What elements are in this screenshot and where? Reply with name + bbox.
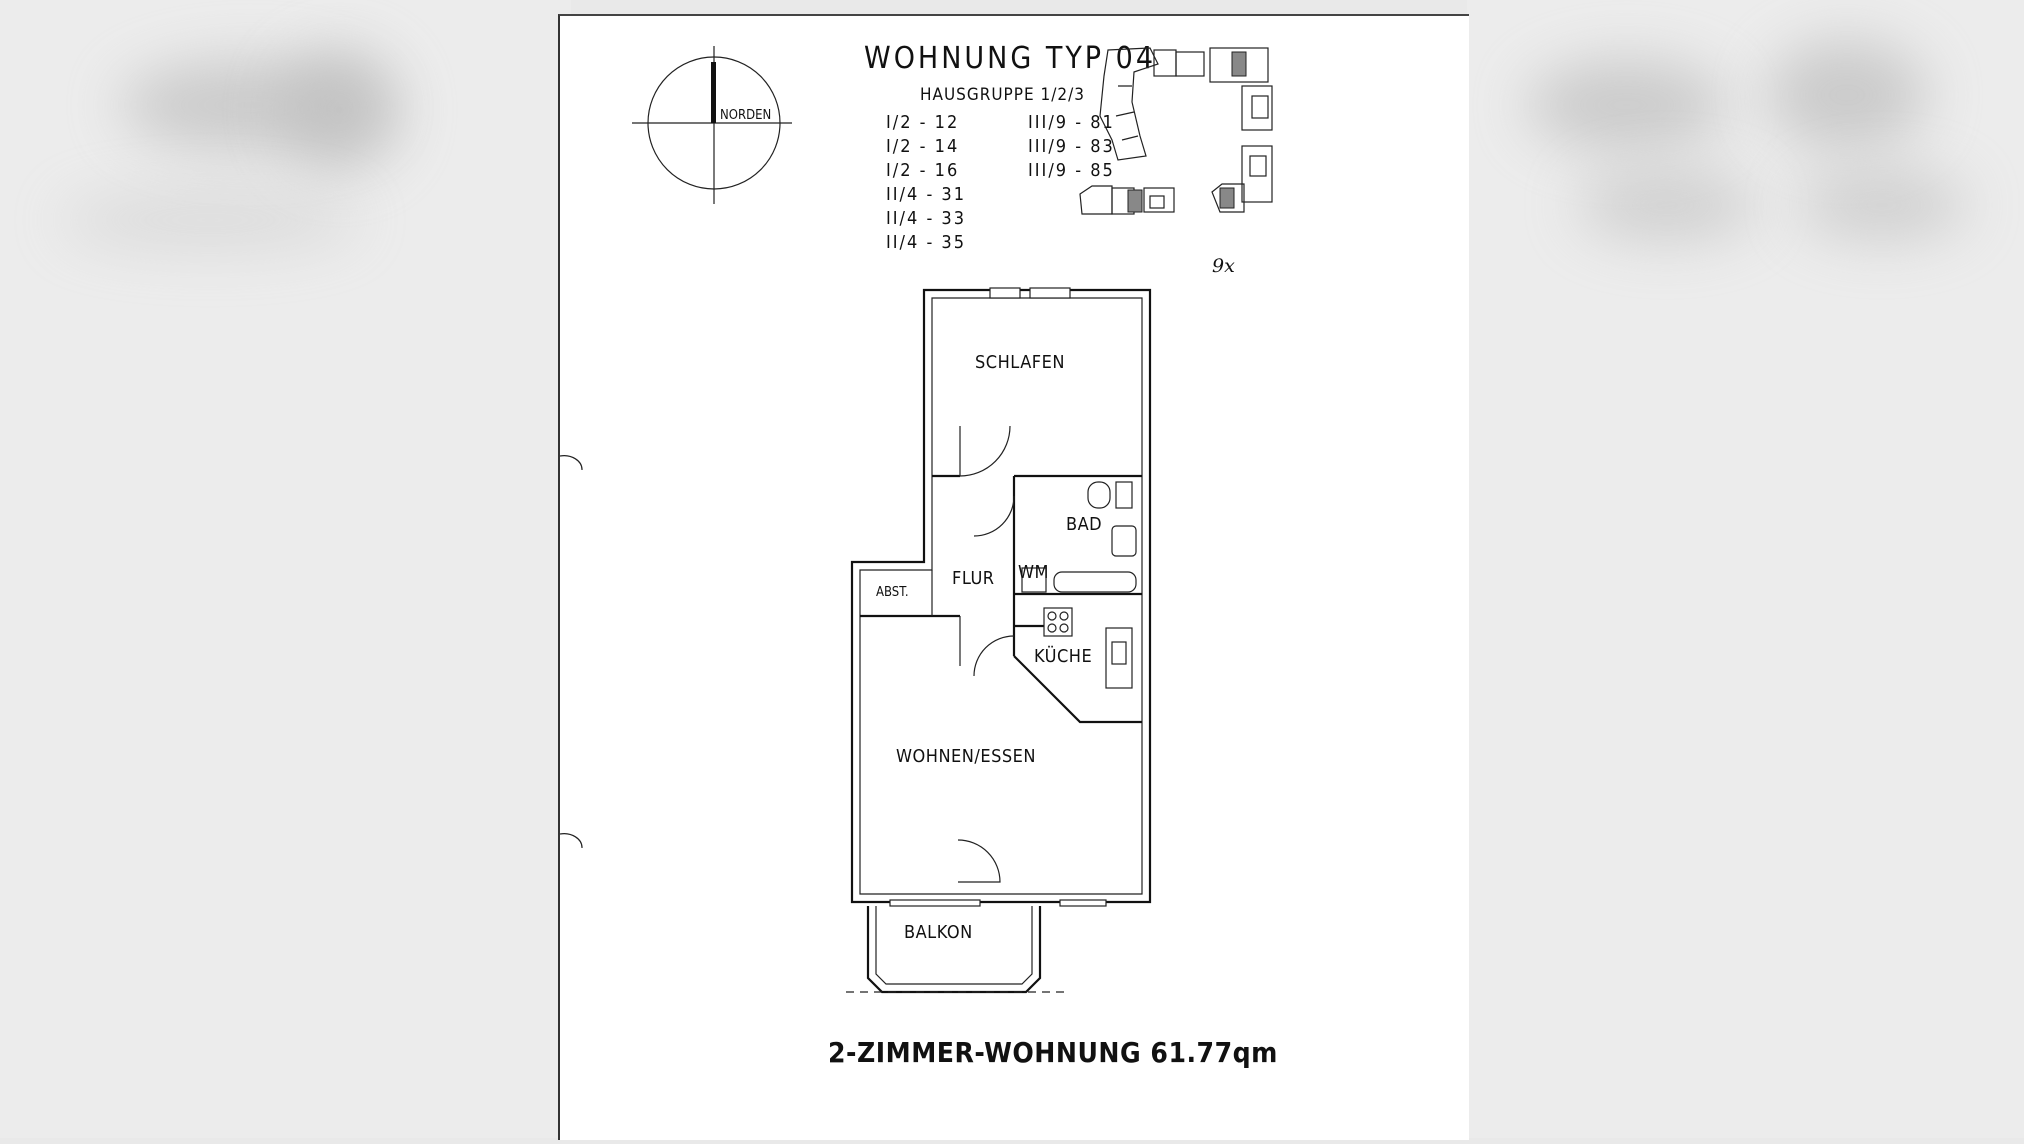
floor-plan-drawing: NORDEN WOHNUNG TYP 04 HAUSGRUPPE 1/2/3 I… bbox=[559, 41, 1278, 1069]
count-note: 9x bbox=[1212, 255, 1235, 277]
room-label-wm: WM bbox=[1018, 562, 1049, 583]
unit-number: II/4 - 33 bbox=[886, 208, 966, 229]
room-label-abst: ABST. bbox=[876, 585, 909, 600]
unit-number: I/2 - 16 bbox=[886, 160, 959, 181]
binder-hole-bottom bbox=[559, 833, 583, 849]
plan-title: WOHNUNG TYP 04 bbox=[864, 41, 1156, 76]
plan-subtitle: HAUSGRUPPE 1/2/3 bbox=[920, 85, 1085, 105]
room-label-kueche: KÜCHE bbox=[1034, 645, 1092, 667]
binder-hole-top bbox=[559, 455, 583, 471]
blurred-background-right bbox=[1467, 0, 2024, 1138]
unit-number: II/4 - 31 bbox=[886, 184, 966, 205]
unit-number: I/2 - 14 bbox=[886, 136, 959, 157]
room-label-flur: FLUR bbox=[952, 568, 995, 589]
unit-list-left: I/2 - 12 I/2 - 14 I/2 - 16 II/4 - 31 II/… bbox=[886, 112, 966, 253]
room-label-schlafen: SCHLAFEN bbox=[975, 352, 1065, 373]
apartment-floor-plan bbox=[846, 287, 1152, 994]
unit-number: III/9 - 83 bbox=[1028, 136, 1115, 157]
apartment-size-caption: 2-ZIMMER-WOHNUNG 61.77qm bbox=[828, 1036, 1278, 1069]
room-label-wohnen-essen: WOHNEN/ESSEN bbox=[896, 746, 1036, 767]
compass-label: NORDEN bbox=[720, 108, 771, 123]
unit-number: II/4 - 35 bbox=[886, 232, 966, 253]
unit-number: III/9 - 81 bbox=[1028, 112, 1115, 133]
floor-plan-sheet: NORDEN WOHNUNG TYP 04 HAUSGRUPPE 1/2/3 I… bbox=[558, 14, 1469, 1140]
unit-number: I/2 - 12 bbox=[886, 112, 959, 133]
room-label-balkon: BALKON bbox=[904, 922, 973, 943]
unit-number: III/9 - 85 bbox=[1028, 160, 1115, 181]
blurred-background-left bbox=[0, 0, 571, 1138]
room-label-bad: BAD bbox=[1066, 514, 1102, 535]
north-compass: NORDEN bbox=[632, 46, 792, 204]
site-key-plan bbox=[1079, 47, 1273, 215]
unit-list-right: III/9 - 81 III/9 - 83 III/9 - 85 bbox=[1028, 112, 1115, 181]
